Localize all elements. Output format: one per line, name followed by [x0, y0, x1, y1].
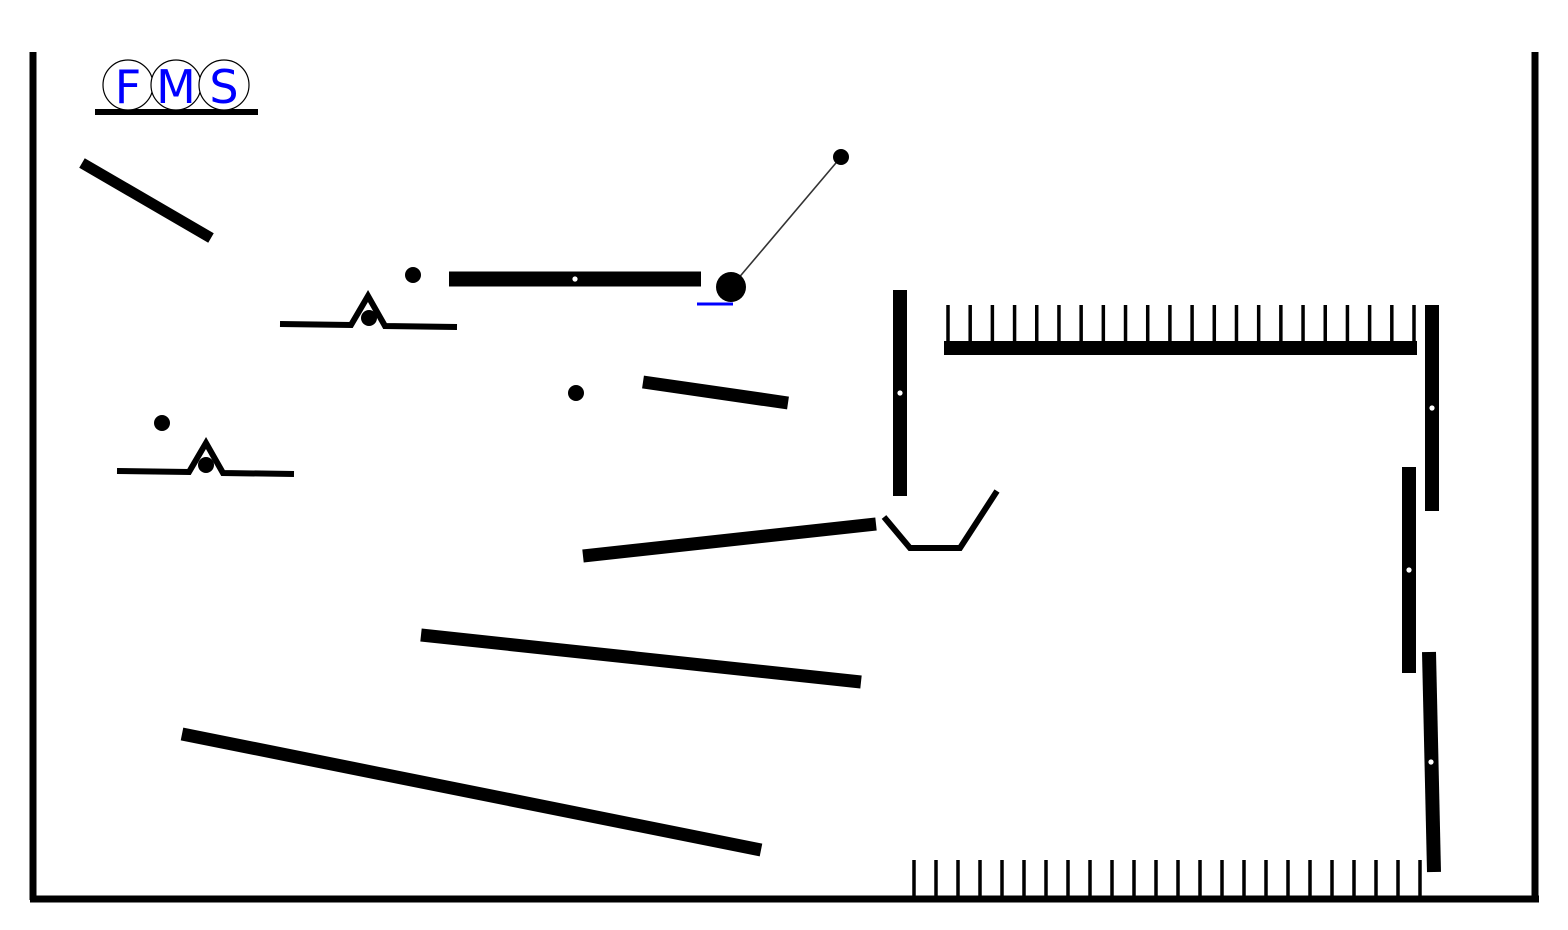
ball-icon[interactable]	[154, 415, 170, 431]
pendulum[interactable]	[697, 149, 849, 306]
paddle-vertical-right-top[interactable]	[1425, 305, 1439, 511]
pendulum-ball-icon[interactable]	[716, 272, 746, 302]
ball-icon[interactable]	[568, 385, 584, 401]
paddle-vertical-left[interactable]	[893, 290, 907, 496]
menu-button-f-label: F	[115, 60, 141, 114]
pivot-dot-icon	[1429, 405, 1435, 411]
pivot-dot-icon	[1406, 567, 1412, 573]
menu-button-m[interactable]: M	[150, 59, 202, 114]
pendulum-string	[730, 156, 842, 288]
domino-row-bottom	[912, 860, 1422, 897]
ramps	[79, 158, 877, 857]
ramp-lower[interactable]	[420, 628, 862, 689]
seesaw-icon-upper[interactable]	[279, 289, 458, 330]
balls	[154, 267, 584, 431]
pivot-dot-icon	[572, 276, 578, 282]
boundary-walls	[29, 52, 1539, 903]
pendulum-anchor	[833, 149, 849, 165]
menu-button-s-label: S	[209, 60, 238, 114]
ramp-top-left[interactable]	[79, 158, 214, 243]
paddle-vertical-right-bottom[interactable]	[1422, 651, 1441, 873]
menu-button-f[interactable]: F	[102, 59, 154, 114]
pivot-dot-icon	[897, 390, 903, 396]
ramp-small-middle[interactable]	[642, 375, 789, 410]
pivot-dot-icon	[1428, 759, 1434, 765]
cup-icon[interactable]	[881, 489, 1000, 551]
domino-row-top	[946, 305, 1416, 343]
menu-button-s[interactable]: S	[198, 59, 250, 114]
ramp-bottom[interactable]	[180, 727, 763, 857]
paddle-vertical-right-middle[interactable]	[1402, 467, 1416, 673]
ball-icon[interactable]	[405, 267, 421, 283]
seesaw-icon-lower[interactable]	[116, 436, 295, 477]
ramp-middle[interactable]	[582, 517, 877, 563]
menu-button-m-label: M	[156, 60, 196, 114]
